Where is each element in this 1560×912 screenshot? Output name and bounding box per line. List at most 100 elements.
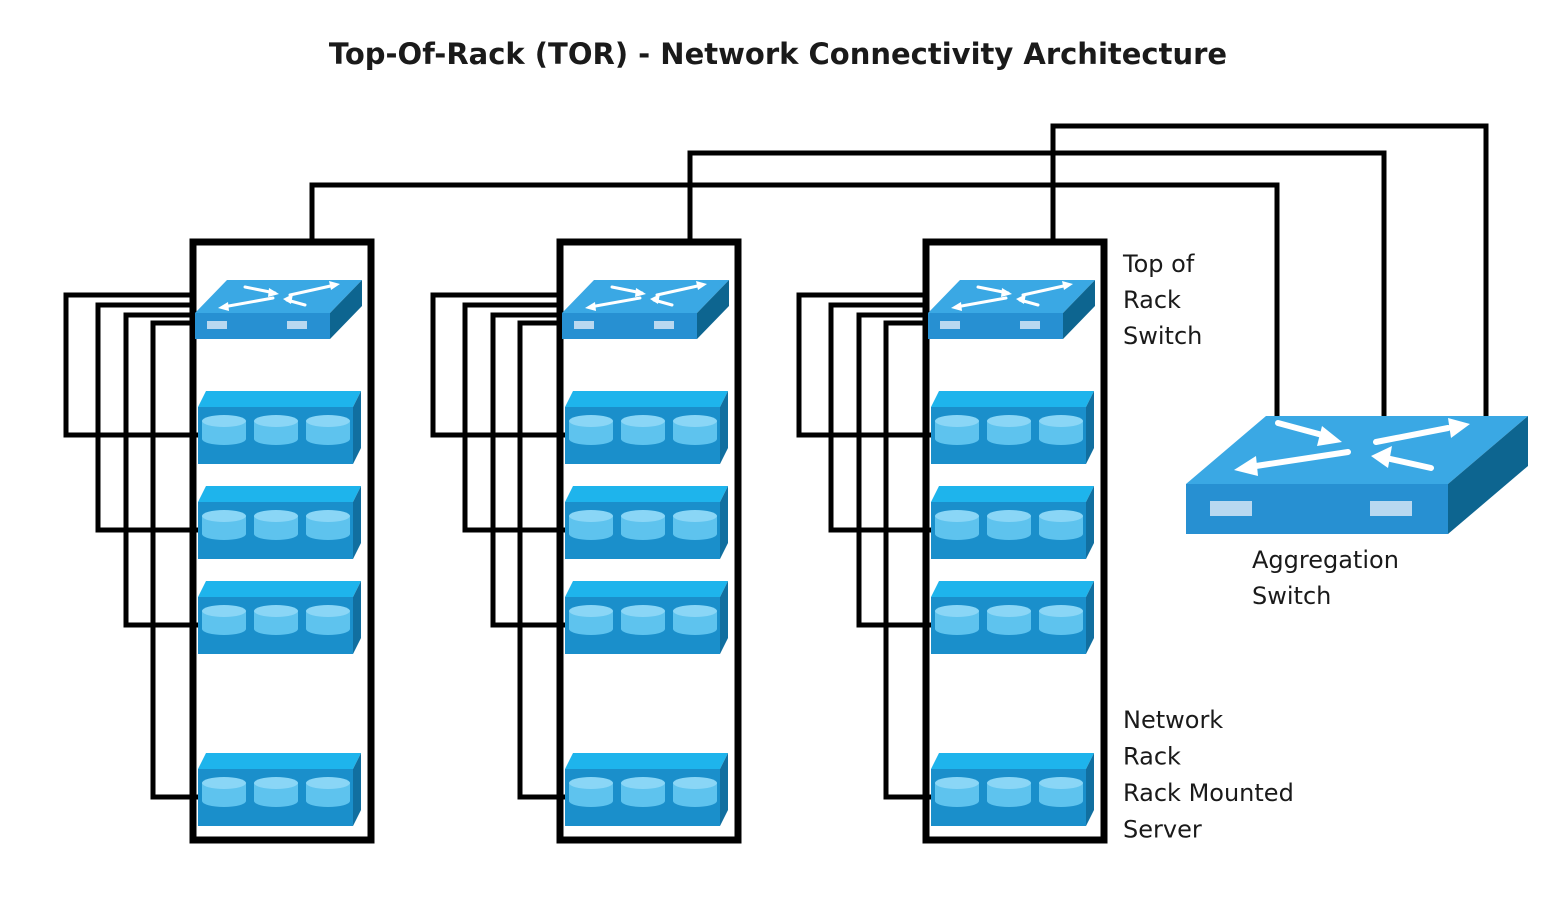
disk-top: [673, 415, 717, 427]
disk-body: [202, 421, 246, 445]
server-top-face: [198, 391, 361, 407]
disk-top: [254, 605, 298, 617]
disk-top: [935, 415, 979, 427]
server-icon: [198, 581, 361, 654]
switch-arrow: [655, 283, 704, 297]
switch-arrow-head: [635, 288, 646, 297]
disk-body: [621, 516, 665, 540]
disk-body: [254, 421, 298, 445]
switch-arrow-head: [951, 302, 962, 311]
server-icon: [198, 486, 361, 559]
disk-top: [621, 777, 665, 789]
server-side-face: [1086, 581, 1094, 654]
server-side-face: [720, 391, 728, 464]
network-rack-1: [63, 238, 375, 844]
server-cable: [63, 292, 198, 438]
disk-top: [254, 777, 298, 789]
disk-top: [935, 605, 979, 617]
disk-body: [202, 611, 246, 635]
disk-body: [254, 783, 298, 807]
disk-body: [306, 421, 350, 445]
server-cable: [123, 312, 198, 628]
rack-legend-line-3: Rack Mounted: [1123, 779, 1294, 807]
disk-top: [569, 510, 613, 522]
uplink-wire-rack-2: [687, 150, 1387, 418]
disk-top: [621, 605, 665, 617]
switch-arrow-head: [268, 288, 279, 297]
server-top-face: [931, 581, 1094, 597]
tor-switch-label-line-2: Rack: [1123, 286, 1181, 314]
uplink-wire-rack-1: [309, 182, 1280, 418]
disk-top: [1039, 777, 1083, 789]
server-cable: [828, 302, 931, 533]
server-side-face: [353, 581, 361, 654]
switch-arrow-head: [1448, 418, 1470, 438]
server-side-face: [1086, 486, 1094, 559]
disk-top: [987, 605, 1031, 617]
disk-top: [306, 605, 350, 617]
switch-arrow: [1373, 425, 1451, 445]
disk-body: [1039, 421, 1083, 445]
rack-legend-label: Network Rack Rack Mounted Server: [1123, 706, 1301, 844]
disk-body: [673, 516, 717, 540]
switch-port-light: [1020, 321, 1040, 329]
switch-port-light: [207, 321, 227, 329]
server-top-face: [198, 486, 361, 502]
network-rack-3: [796, 238, 1108, 844]
disk-top: [254, 510, 298, 522]
disk-body: [673, 611, 717, 635]
disk-top: [987, 415, 1031, 427]
server-icon: [565, 486, 728, 559]
disk-body: [673, 421, 717, 445]
disk-top: [673, 605, 717, 617]
disk-body: [569, 421, 613, 445]
server-top-face: [931, 391, 1094, 407]
disk-top: [202, 605, 246, 617]
switch-arrow-head: [696, 281, 707, 290]
server-top-face: [198, 581, 361, 597]
disk-body: [935, 611, 979, 635]
server-icon: [931, 486, 1094, 559]
aggregation-switch-label-line-1: Aggregation: [1252, 546, 1399, 574]
switch-arrow: [1021, 283, 1070, 297]
server-side-face: [720, 581, 728, 654]
disk-top: [254, 415, 298, 427]
server-side-face: [353, 391, 361, 464]
server-cable: [796, 292, 931, 438]
disk-body: [254, 611, 298, 635]
server-side-face: [353, 753, 361, 826]
switch-arrow-head: [1317, 426, 1342, 446]
disk-body: [987, 611, 1031, 635]
tor-switch-icon: [928, 280, 1095, 339]
disk-top: [673, 510, 717, 522]
switch-side-face: [330, 280, 362, 339]
disk-body: [569, 783, 613, 807]
switch-arrow: [1253, 449, 1351, 469]
disk-body: [987, 421, 1031, 445]
disk-body: [987, 783, 1031, 807]
server-side-face: [720, 753, 728, 826]
disk-top: [621, 510, 665, 522]
disk-top: [569, 605, 613, 617]
switch-arrow: [288, 283, 337, 297]
switch-arrow-head: [1371, 446, 1392, 468]
disk-top: [673, 777, 717, 789]
disk-top: [987, 510, 1031, 522]
server-top-face: [198, 753, 361, 769]
switch-arrow-head: [329, 281, 340, 290]
disk-body: [254, 516, 298, 540]
disk-body: [935, 421, 979, 445]
disk-body: [621, 783, 665, 807]
switch-side-face: [1448, 416, 1528, 534]
switch-side-face: [697, 280, 729, 339]
aggregation-switch-label: Aggregation Switch: [1252, 546, 1407, 610]
switch-arrow: [1383, 455, 1434, 471]
tor-switch-label: Top of Rack Switch: [1122, 250, 1202, 350]
network-rack-2: [430, 238, 742, 844]
server-icon: [198, 753, 361, 826]
disk-body: [987, 516, 1031, 540]
server-side-face: [720, 486, 728, 559]
disk-body: [569, 516, 613, 540]
server-icon: [565, 581, 728, 654]
